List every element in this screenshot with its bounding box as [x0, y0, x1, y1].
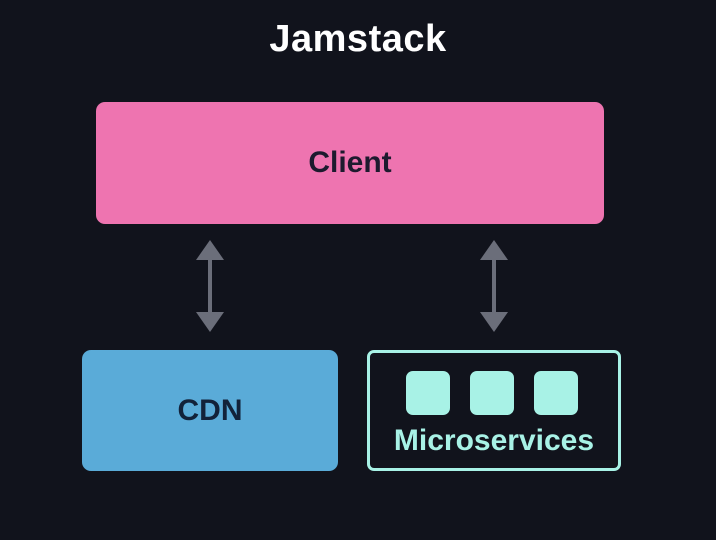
microservices-box: Microservices	[367, 350, 621, 471]
service-square-icon	[406, 371, 450, 415]
service-square-icon	[534, 371, 578, 415]
diagram-title: Jamstack	[269, 18, 447, 60]
cdn-box: CDN	[82, 350, 338, 471]
service-square-icon	[470, 371, 514, 415]
client-microservices-arrow	[480, 240, 508, 332]
cdn-label: CDN	[177, 393, 243, 427]
client-box: Client	[96, 102, 604, 224]
client-label: Client	[308, 146, 392, 179]
client-cdn-arrow	[196, 240, 224, 332]
service-icons	[406, 371, 582, 416]
microservices-label: Microservices	[393, 424, 595, 457]
